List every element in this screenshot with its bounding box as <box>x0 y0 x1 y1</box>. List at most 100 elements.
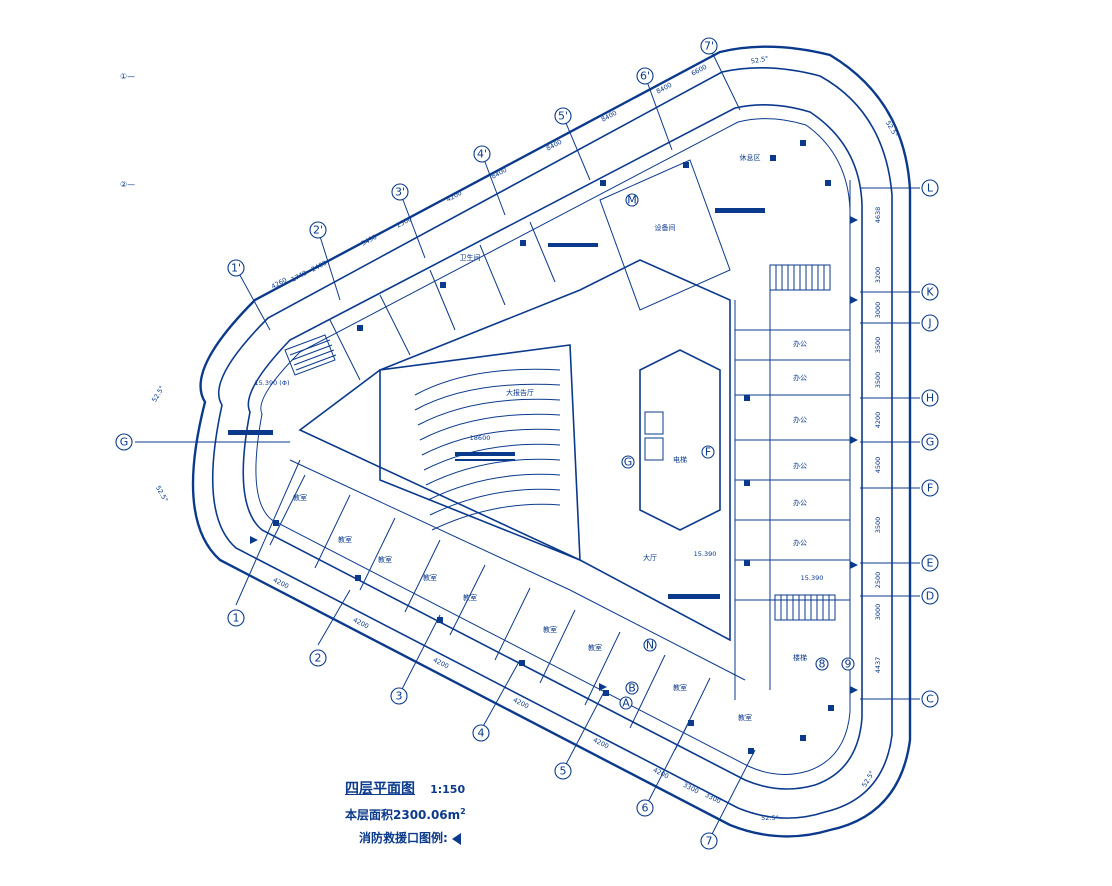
axis-bubble-E: E <box>921 554 939 572</box>
dim-top-5: 2500 <box>395 215 413 230</box>
note-mid: ②— <box>120 180 136 189</box>
angle-label-2: 52.5° <box>150 384 166 403</box>
note-top: ①— <box>120 72 136 81</box>
axis-bubble-M: M <box>625 193 639 207</box>
axis-bubble-1: 1 <box>227 609 245 627</box>
room-stair: 楼梯 <box>793 653 807 662</box>
dim-top-7: 8400 <box>490 166 508 181</box>
dim-right-4: 3500 <box>874 337 882 354</box>
room-office-1: 办公 <box>793 339 807 348</box>
svg-text:2: 2 <box>315 652 322 665</box>
axis-bubble-2: 2 <box>309 649 327 667</box>
svg-text:5: 5 <box>560 765 567 778</box>
stairs <box>284 264 836 621</box>
dim-top-10: 8400 <box>655 81 673 96</box>
dim-bottom-7: 3300 <box>682 781 700 796</box>
room-office-6: 办公 <box>793 538 807 547</box>
svg-text:F: F <box>705 446 711 459</box>
dim-top-3: 2400 <box>310 259 328 274</box>
dim-right-9: 2500 <box>874 572 882 589</box>
room-office-2: 办公 <box>793 373 807 382</box>
axis-bubble-inner-G: G <box>621 455 635 469</box>
axis-bubble-3: 3 <box>390 687 408 705</box>
svg-text:8: 8 <box>819 658 826 671</box>
svg-text:F: F <box>927 482 933 495</box>
svg-text:1': 1' <box>231 262 241 275</box>
axis-bubble-7p: 7' <box>700 37 718 55</box>
axis-bubble-3p: 3' <box>391 183 409 201</box>
dim-bottom-6: 4200 <box>652 766 670 781</box>
dim-top-4: 3490 <box>360 233 378 248</box>
elevation-3: 15.390 <box>694 550 717 558</box>
axis-lines <box>135 45 920 841</box>
dim-right-10: 3000 <box>874 604 882 621</box>
svg-text:6': 6' <box>640 70 650 83</box>
angle-label-6: 52.5° <box>761 814 779 822</box>
dim-top-8: 8400 <box>545 138 563 153</box>
svg-text:9: 9 <box>845 658 852 671</box>
dim-right-5: 3500 <box>874 372 882 389</box>
dim-bottom-2: 4200 <box>352 616 370 631</box>
title-block: 四层平面图 1:150 本层面积2300.06m2 消防救援口图例: <box>345 778 466 846</box>
svg-text:G: G <box>926 436 935 449</box>
axis-bubble-D: D <box>921 587 939 605</box>
svg-text:B: B <box>628 682 636 695</box>
columns <box>273 140 834 754</box>
axis-bubble-H: H <box>921 389 939 407</box>
svg-text:2': 2' <box>313 224 323 237</box>
dim-right-1: 4638 <box>874 207 882 224</box>
svg-text:3: 3 <box>396 690 403 703</box>
room-elevator: 电梯 <box>673 455 687 464</box>
axis-bubble-6p: 6' <box>636 67 654 85</box>
rescue-legend: 消防救援口图例: <box>359 829 466 846</box>
room-classroom-3: 教室 <box>378 555 392 564</box>
axis-bubble-G-left: G <box>115 433 133 451</box>
svg-text:7': 7' <box>704 40 714 53</box>
room-classroom-9: 教室 <box>738 713 752 722</box>
axis-bubbles-primed: 1' 2' 3' 4' 5' 6' 7' <box>227 37 718 277</box>
room-classroom-4: 教室 <box>423 573 437 582</box>
room-toilet: 卫生间 <box>460 253 481 262</box>
floor-area-sup: 2 <box>460 807 466 816</box>
svg-text:K: K <box>926 286 934 299</box>
axis-bubble-5: 5 <box>554 762 572 780</box>
room-labels: 大报告厅 教室 教室 教室 教室 教室 教室 教室 教室 教室 办公 办公 办公… <box>293 153 807 722</box>
dim-right-3: 3000 <box>874 302 882 319</box>
svg-text:5': 5' <box>558 110 568 123</box>
rescue-legend-label: 消防救援口图例: <box>359 831 448 845</box>
axis-bubbles-inner: M A B N G F <box>619 193 715 710</box>
axis-bubble-5p: 5' <box>554 107 572 125</box>
svg-text:4': 4' <box>477 148 487 161</box>
axis-bubble-B: B <box>625 681 639 695</box>
drawing-title: 四层平面图 <box>345 781 415 797</box>
axis-bubble-4: 4 <box>472 724 490 742</box>
axis-bubble-6: 6 <box>636 799 654 817</box>
core <box>639 349 721 531</box>
triangle-left-icon <box>451 832 461 845</box>
elevation-1: 15.390 <box>801 574 824 582</box>
room-hall: 大厅 <box>643 553 657 562</box>
svg-text:C: C <box>926 693 934 706</box>
axis-bubble-K: K <box>921 283 939 301</box>
room-lounge: 休息区 <box>740 153 761 162</box>
dim-top-9: 8400 <box>600 109 618 124</box>
svg-text:H: H <box>926 392 934 405</box>
room-office-3: 办公 <box>793 415 807 424</box>
svg-text:E: E <box>927 557 934 570</box>
room-classroom-5: 教室 <box>463 593 477 602</box>
svg-text:3': 3' <box>395 186 405 199</box>
room-office-5: 办公 <box>793 498 807 507</box>
dim-right-8: 3500 <box>874 517 882 534</box>
axis-bubble-L: L <box>921 179 939 197</box>
room-classroom-6: 教室 <box>543 625 557 634</box>
elevation-2: 15.390 (Φ) <box>255 379 290 387</box>
svg-text:D: D <box>926 590 934 603</box>
axis-bubbles-numbered: 1 2 3 4 5 6 7 8 9 <box>227 609 855 850</box>
angle-label-4: 52.5° <box>884 119 900 138</box>
svg-text:G: G <box>624 456 633 469</box>
room-classroom-7: 教室 <box>588 643 602 652</box>
axis-bubble-1p: 1' <box>227 259 245 277</box>
room-classroom-1: 教室 <box>293 493 307 502</box>
angle-label-5: 52.5° <box>860 769 876 788</box>
room-auditorium: 大报告厅 <box>506 388 534 397</box>
